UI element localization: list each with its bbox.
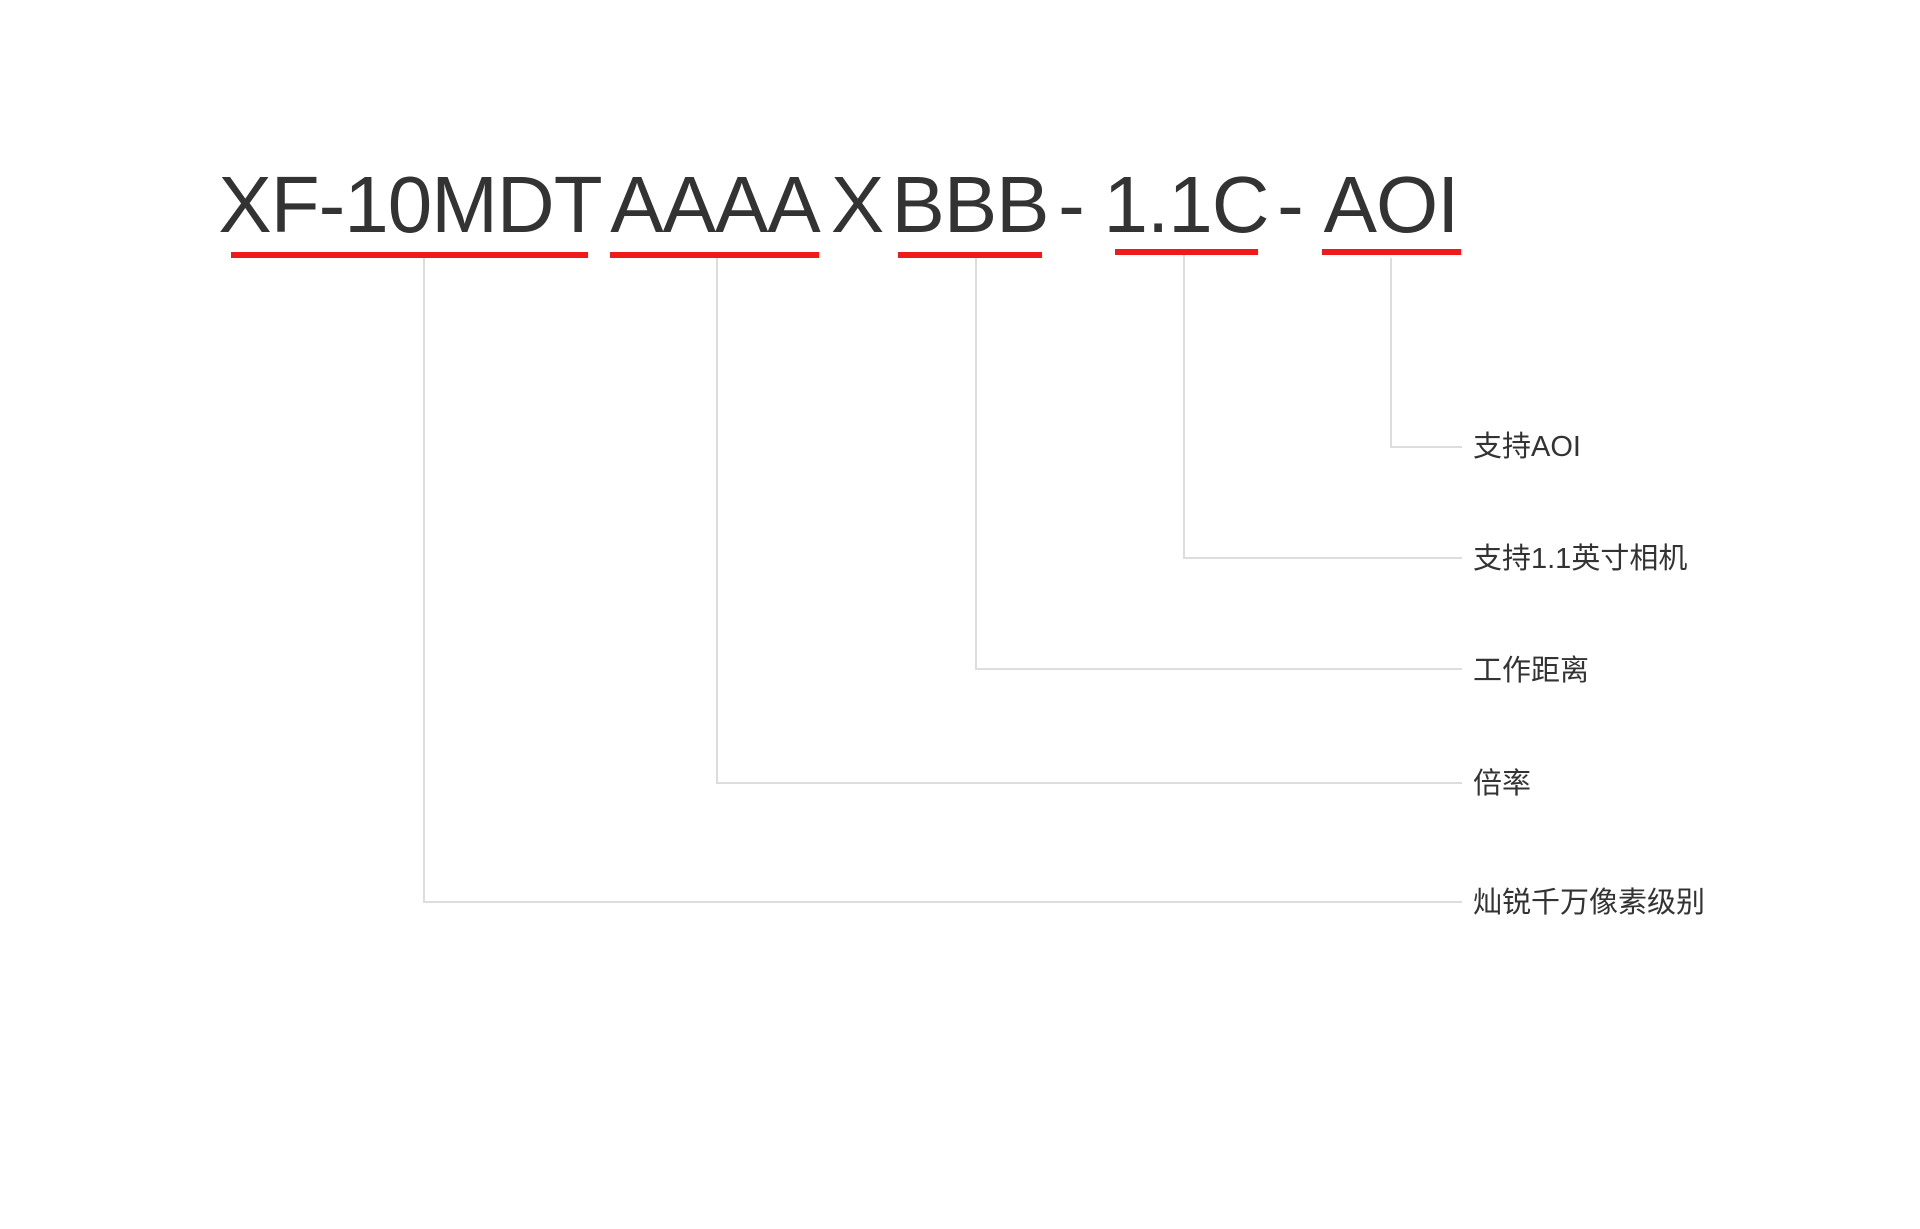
code-segment-distance: BBB — [891, 160, 1049, 249]
code-separator-dash: - — [1058, 160, 1085, 249]
underline-camera — [1115, 249, 1258, 255]
leader-line-series — [423, 258, 1462, 903]
underline-series — [231, 252, 588, 258]
code-separator-x: X — [830, 160, 884, 249]
code-segment-aoi: AOI — [1323, 160, 1460, 249]
underline-distance — [898, 252, 1042, 258]
code-segment-series: XF-10MDT — [218, 160, 602, 249]
label-distance: 工作距离 — [1473, 655, 1590, 687]
underline-aoi — [1322, 249, 1461, 255]
leader-line-aoi — [1390, 258, 1462, 448]
label-series: 灿锐千万像素级别 — [1473, 887, 1706, 919]
code-segment-camera: 1.1C — [1103, 160, 1270, 249]
code-separator-dash: - — [1277, 160, 1304, 249]
leader-line-camera — [1183, 255, 1462, 559]
leader-line-magnification — [716, 258, 1462, 784]
label-magnification: 倍率 — [1473, 768, 1532, 800]
underline-magnification — [610, 252, 819, 258]
label-aoi: 支持AOI — [1473, 431, 1581, 463]
label-camera: 支持1.1英寸相机 — [1473, 543, 1688, 575]
code-segment-magnification: AAAA — [610, 160, 820, 249]
leader-line-distance — [975, 258, 1462, 670]
